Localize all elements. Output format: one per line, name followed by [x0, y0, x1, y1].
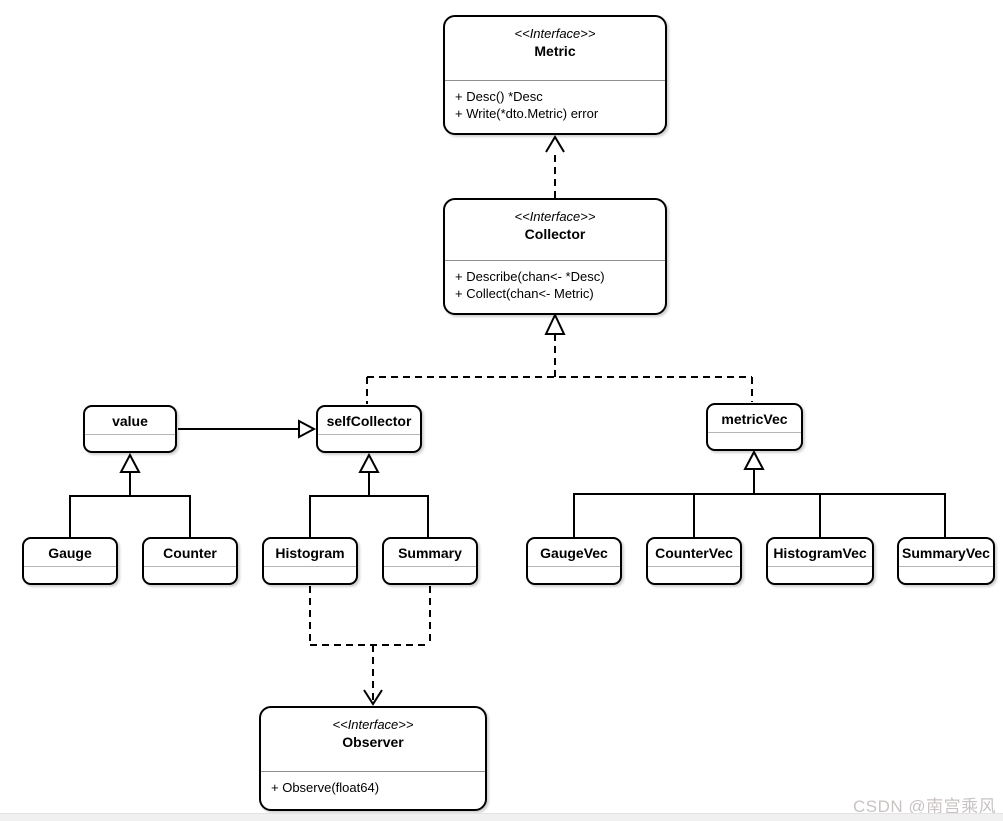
- gaugevec-label: GaugeVec: [528, 539, 620, 567]
- gauge-label: Gauge: [24, 539, 116, 567]
- realization-arrow-to-collector: [366, 312, 753, 404]
- metric-stereotype: <<Interface>>: [514, 26, 596, 41]
- class-node-gauge: Gauge: [22, 537, 118, 585]
- class-node-value: value: [83, 405, 177, 453]
- class-node-observer-interface: <<Interface>> Observer + Observe(float64…: [259, 706, 487, 811]
- collector-stereotype: <<Interface>>: [514, 209, 596, 224]
- class-node-summaryvec: SummaryVec: [897, 537, 995, 585]
- observer-header: <<Interface>> Observer: [261, 708, 485, 772]
- generalization-arrows-to-selfcollector: [309, 452, 429, 537]
- histogramvec-label: HistogramVec: [768, 539, 872, 567]
- countervec-label: CounterVec: [648, 539, 740, 567]
- selfcollector-label: selfCollector: [318, 407, 420, 435]
- page-bottom-strip: [0, 813, 1003, 821]
- dependency-arrow-collector-to-metric: [545, 135, 565, 198]
- class-node-histogramvec: HistogramVec: [766, 537, 874, 585]
- class-node-counter: Counter: [142, 537, 238, 585]
- class-node-selfcollector: selfCollector: [316, 405, 422, 453]
- observer-name: Observer: [342, 734, 404, 750]
- metric-method: + Write(*dto.Metric) error: [455, 106, 599, 121]
- summary-label: Summary: [384, 539, 476, 567]
- metricvec-label: metricVec: [708, 405, 801, 433]
- class-node-histogram: Histogram: [262, 537, 358, 585]
- class-node-metric-interface: <<Interface>> Metric + Desc() *Desc + Wr…: [443, 15, 667, 135]
- class-node-countervec: CounterVec: [646, 537, 742, 585]
- collector-method: + Collect(chan<- Metric): [455, 286, 594, 301]
- class-node-gaugevec: GaugeVec: [526, 537, 622, 585]
- generalization-arrows-to-value: [69, 452, 191, 537]
- class-node-metricvec: metricVec: [706, 403, 803, 451]
- value-label: value: [85, 407, 175, 435]
- association-arrow-value-to-selfcollector: [178, 419, 317, 439]
- collector-name: Collector: [524, 226, 586, 242]
- class-node-summary: Summary: [382, 537, 478, 585]
- class-node-collector-interface: <<Interface>> Collector + Describe(chan<…: [443, 198, 667, 315]
- metric-methods: + Desc() *Desc + Write(*dto.Metric) erro…: [445, 81, 665, 122]
- metric-name: Metric: [534, 43, 576, 59]
- collector-method: + Describe(chan<- *Desc): [455, 269, 605, 284]
- dependency-arrow-to-observer: [309, 586, 431, 706]
- collector-methods: + Describe(chan<- *Desc) + Collect(chan<…: [445, 261, 665, 302]
- collector-header: <<Interface>> Collector: [445, 200, 665, 261]
- generalization-arrows-to-metricvec: [573, 449, 946, 537]
- observer-method: + Observe(float64): [271, 780, 380, 795]
- observer-methods: + Observe(float64): [261, 772, 485, 796]
- histogram-label: Histogram: [264, 539, 356, 567]
- csdn-watermark: CSDN @南宫乘风: [853, 797, 997, 816]
- observer-stereotype: <<Interface>>: [332, 717, 414, 732]
- summaryvec-label: SummaryVec: [899, 539, 993, 567]
- counter-label: Counter: [144, 539, 236, 567]
- metric-header: <<Interface>> Metric: [445, 17, 665, 81]
- metric-method: + Desc() *Desc: [455, 89, 543, 104]
